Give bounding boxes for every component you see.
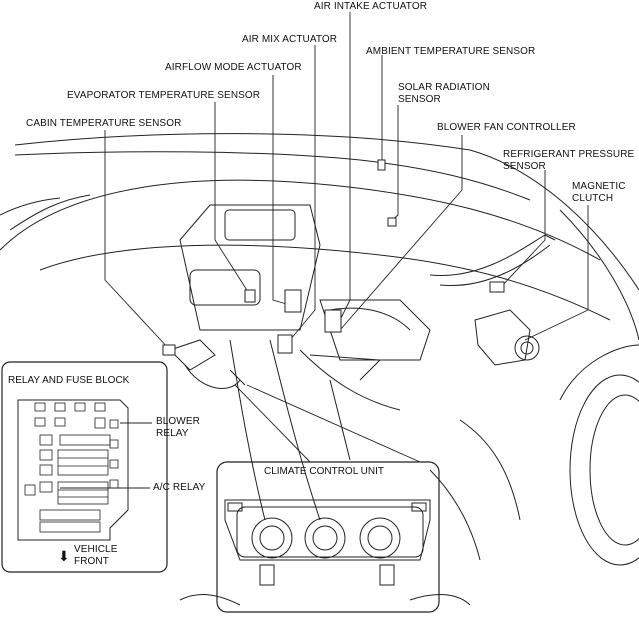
- label-magnetic-clutch-2: CLUTCH: [572, 193, 614, 204]
- climate-control-unit-inset: [216, 461, 440, 613]
- center-console: [179, 204, 321, 331]
- label-relay-and-fuse-block: RELAY AND FUSE BLOCK: [8, 375, 130, 386]
- label-refrigerant-pressure-sensor-1: REFRIGERANT PRESSURE: [503, 149, 635, 160]
- air-mix-part: [277, 334, 293, 354]
- down-arrow-icon: ⬇: [58, 548, 70, 564]
- label-air-mix-actuator: AIR MIX ACTUATOR: [242, 34, 338, 45]
- a-pillar-right: [469, 149, 639, 291]
- label-solar-radiation-sensor-1: SOLAR RADIATION: [398, 82, 490, 93]
- wheel: [569, 374, 639, 566]
- wheel-arch: [559, 344, 639, 401]
- leader-evap: [214, 102, 251, 296]
- windshield-line: [14, 133, 471, 151]
- label-blower-fan-controller: BLOWER FAN CONTROLLER: [437, 122, 576, 133]
- label-air-intake-actuator: AIR INTAKE ACTUATOR: [314, 1, 428, 12]
- solar-sensor-part: [387, 217, 397, 227]
- label-evaporator-temperature-sensor: EVAPORATOR TEMPERATURE SENSOR: [67, 90, 261, 101]
- leader-cabin: [104, 130, 171, 351]
- body-right: [559, 209, 639, 341]
- temp-knob: [251, 517, 293, 559]
- evap-part: [244, 289, 256, 303]
- label-ac-relay: A/C RELAY: [153, 482, 206, 493]
- leader-ccu-1: [234, 384, 311, 463]
- label-blower-relay-1: BLOWER: [156, 416, 200, 427]
- cabin-part: [162, 344, 176, 356]
- label-vehicle-front-2: FRONT: [74, 556, 109, 567]
- roof-line: [14, 151, 531, 201]
- mode-knob: [359, 517, 401, 559]
- label-airflow-mode-actuator: AIRFLOW MODE ACTUATOR: [165, 62, 302, 73]
- label-magnetic-clutch-1: MAGNETIC: [572, 181, 626, 192]
- dash-lower: [39, 244, 611, 321]
- leader-air-intake: [339, 12, 351, 321]
- left-trim: [0, 197, 61, 216]
- label-refrigerant-pressure-sensor-2: SENSOR: [503, 161, 546, 172]
- leader-airflow: [272, 75, 291, 306]
- leader-blower-fan: [339, 135, 463, 331]
- airflow-part: [284, 289, 302, 313]
- ambient-sensor-part: [377, 159, 386, 171]
- hvac-unit: [319, 299, 431, 361]
- label-vehicle-front-1: VEHICLE: [74, 544, 118, 555]
- relay-fuse-block-inset: [1, 361, 168, 573]
- refrig-part: [489, 281, 505, 293]
- leader-clutch: [524, 205, 589, 341]
- refrigerant-pipe: [429, 234, 556, 277]
- air-intake-part: [324, 309, 342, 333]
- label-ambient-temperature-sensor: AMBIENT TEMPERATURE SENSOR: [366, 46, 536, 57]
- fan-knob: [304, 517, 346, 559]
- label-blower-relay-2: RELAY: [156, 428, 189, 439]
- leader-refrig: [499, 170, 546, 289]
- label-solar-radiation-sensor-2: SENSOR: [398, 94, 441, 105]
- leader-ccu-2: [246, 384, 421, 463]
- leader-air-mix: [289, 45, 316, 341]
- label-climate-control-unit: CLIMATE CONTROL UNIT: [264, 466, 385, 477]
- label-cabin-temperature-sensor: CABIN TEMPERATURE SENSOR: [26, 118, 182, 129]
- door-curve: [9, 194, 91, 231]
- dash-top: [0, 179, 601, 261]
- leader-solar: [391, 105, 399, 221]
